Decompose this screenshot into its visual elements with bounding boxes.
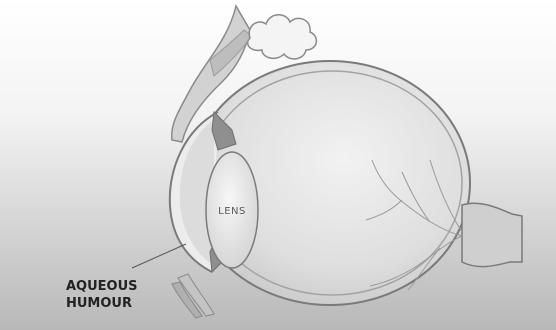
aqueous-humour-label-line1: AQUEOUS <box>66 279 138 294</box>
aqueous-humour-label-line2: HUMOUR <box>66 296 132 311</box>
lens-label: LENS <box>218 206 246 217</box>
